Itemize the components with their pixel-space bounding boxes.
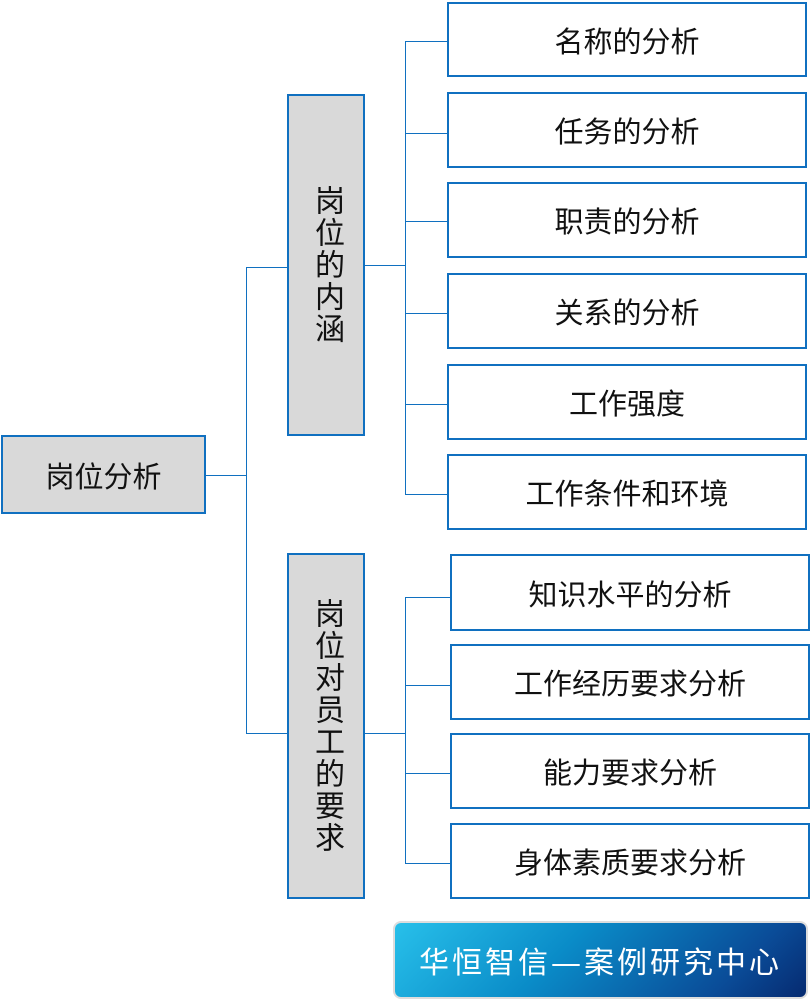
leaf-node: 知识水平的分析 <box>450 554 810 631</box>
leaf-label: 身体素质要求分析 <box>513 846 746 880</box>
branch-label: 岗位对员工的要求 <box>309 598 344 854</box>
leaf-label: 工作条件和环境 <box>525 477 729 511</box>
connector <box>405 41 447 42</box>
connector <box>246 267 287 268</box>
connector <box>405 494 447 495</box>
connector <box>205 475 246 476</box>
connector <box>405 685 450 686</box>
connector <box>405 597 450 598</box>
leaf-node: 工作条件和环境 <box>447 454 807 530</box>
leaf-node: 工作强度 <box>447 364 807 440</box>
connector <box>246 267 247 734</box>
leaf-node: 工作经历要求分析 <box>450 644 810 720</box>
leaf-label: 名称的分析 <box>554 24 700 59</box>
leaf-node: 职责的分析 <box>447 182 807 258</box>
connector <box>405 313 447 314</box>
watermark-banner: 华恒智信—案例研究中心 <box>395 923 806 997</box>
connector <box>405 597 406 864</box>
leaf-node: 名称的分析 <box>447 2 807 77</box>
connector <box>246 733 287 734</box>
banner-text: 华恒智信—案例研究中心 <box>419 946 782 981</box>
branch-node-2: 岗位对员工的要求 <box>287 553 365 899</box>
leaf-node: 任务的分析 <box>447 92 807 168</box>
leaf-label: 任务的分析 <box>554 115 700 149</box>
connector <box>405 404 447 405</box>
connector <box>405 221 447 222</box>
leaf-label: 能力要求分析 <box>542 756 717 790</box>
leaf-label: 知识水平的分析 <box>528 577 732 612</box>
leaf-label: 工作经历要求分析 <box>513 667 746 701</box>
leaf-node: 身体素质要求分析 <box>450 823 810 899</box>
connector <box>405 133 447 134</box>
connector <box>405 773 450 774</box>
leaf-label: 工作强度 <box>568 387 685 421</box>
connector <box>364 265 405 266</box>
root-label: 岗位分析 <box>45 459 162 494</box>
leaf-label: 关系的分析 <box>554 296 700 330</box>
connector <box>405 863 450 864</box>
root-node: 岗位分析 <box>1 435 206 514</box>
leaf-node: 能力要求分析 <box>450 733 810 809</box>
branch-label: 岗位的内涵 <box>309 185 344 345</box>
connector <box>364 733 405 734</box>
leaf-node: 关系的分析 <box>447 273 807 349</box>
branch-node-1: 岗位的内涵 <box>287 94 365 436</box>
leaf-label: 职责的分析 <box>554 205 700 239</box>
connector <box>405 41 406 495</box>
